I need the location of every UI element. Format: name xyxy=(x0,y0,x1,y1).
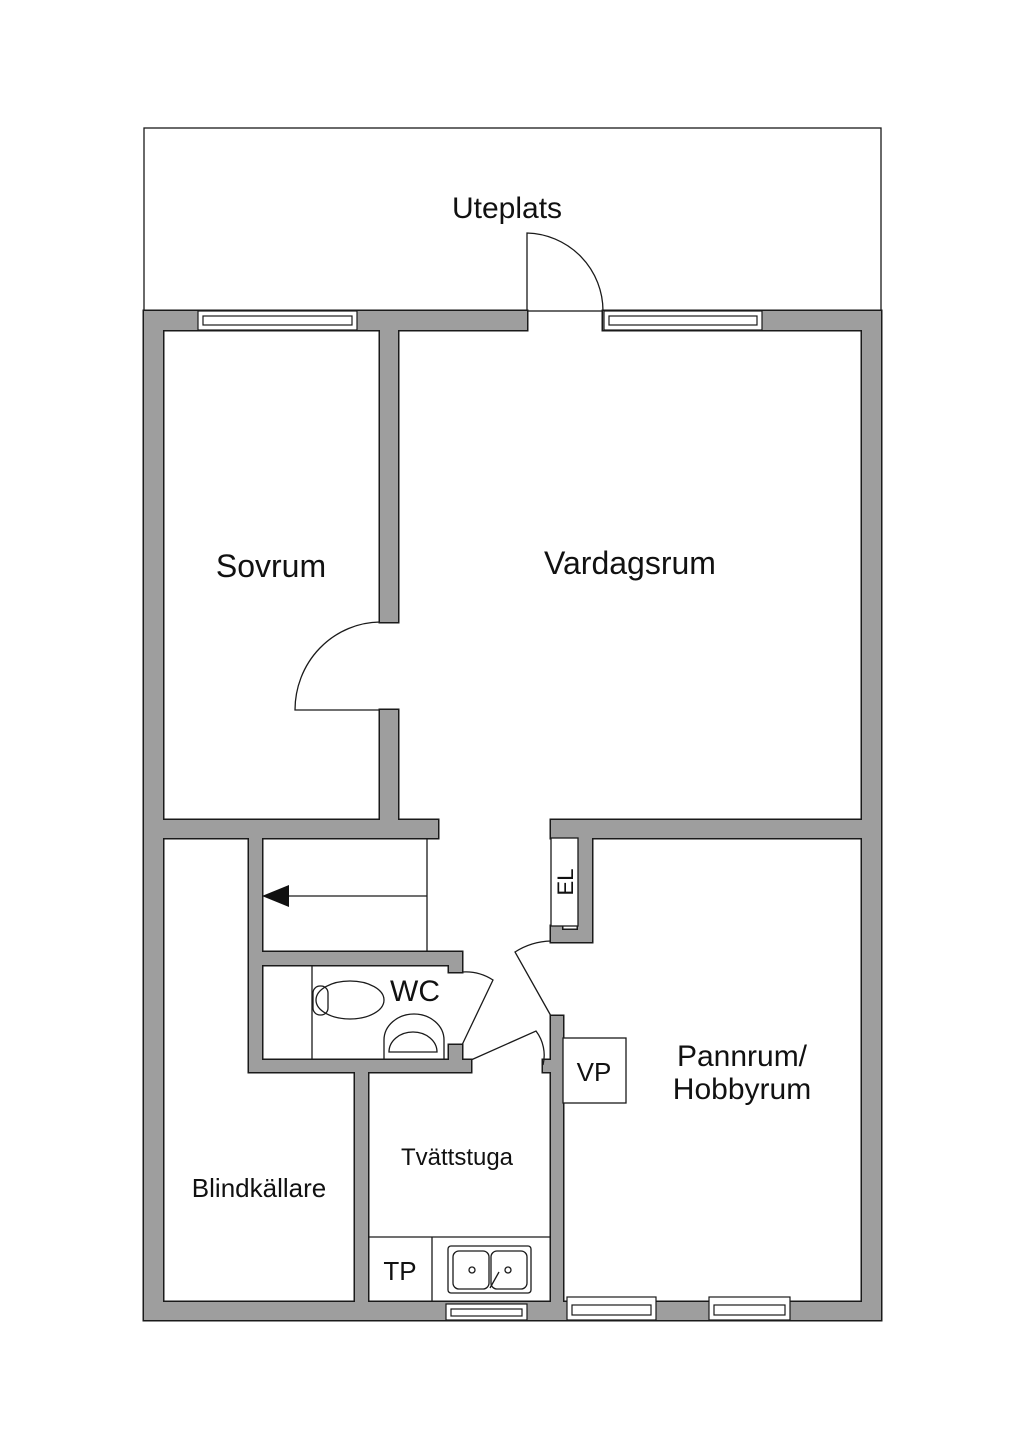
wc-door xyxy=(461,971,494,1046)
electric-cabinet xyxy=(550,837,579,927)
label-heatpump: VP xyxy=(577,1057,612,1087)
double-sink-icon xyxy=(447,1245,532,1294)
patio-door xyxy=(526,232,604,312)
bedroom-door xyxy=(294,621,381,711)
label-patio: Uteplats xyxy=(452,192,562,225)
doors xyxy=(294,232,604,1066)
label-boiler-room: Pannrum/ xyxy=(677,1040,808,1073)
toilet-icon xyxy=(315,980,385,1020)
sink-icon xyxy=(383,1013,445,1060)
laundry-door xyxy=(470,1030,545,1066)
label-dryer: TP xyxy=(383,1256,416,1286)
boiler-room-door xyxy=(514,940,552,1017)
windows xyxy=(197,310,791,1321)
label-wc: WC xyxy=(390,975,440,1008)
label-bedroom: Sovrum xyxy=(216,548,326,584)
label-laundry: Tvättstuga xyxy=(401,1144,514,1171)
stair-arrow-icon xyxy=(262,885,289,907)
stairs xyxy=(262,838,428,952)
label-electric: EL xyxy=(553,869,578,896)
label-hobby-room: Hobbyrum xyxy=(673,1073,811,1106)
heatpump-box xyxy=(562,1037,627,1104)
wc-fixtures xyxy=(311,965,445,1060)
label-living-room: Vardagsrum xyxy=(544,545,716,581)
label-blind-cellar: Blindkällare xyxy=(192,1173,326,1203)
